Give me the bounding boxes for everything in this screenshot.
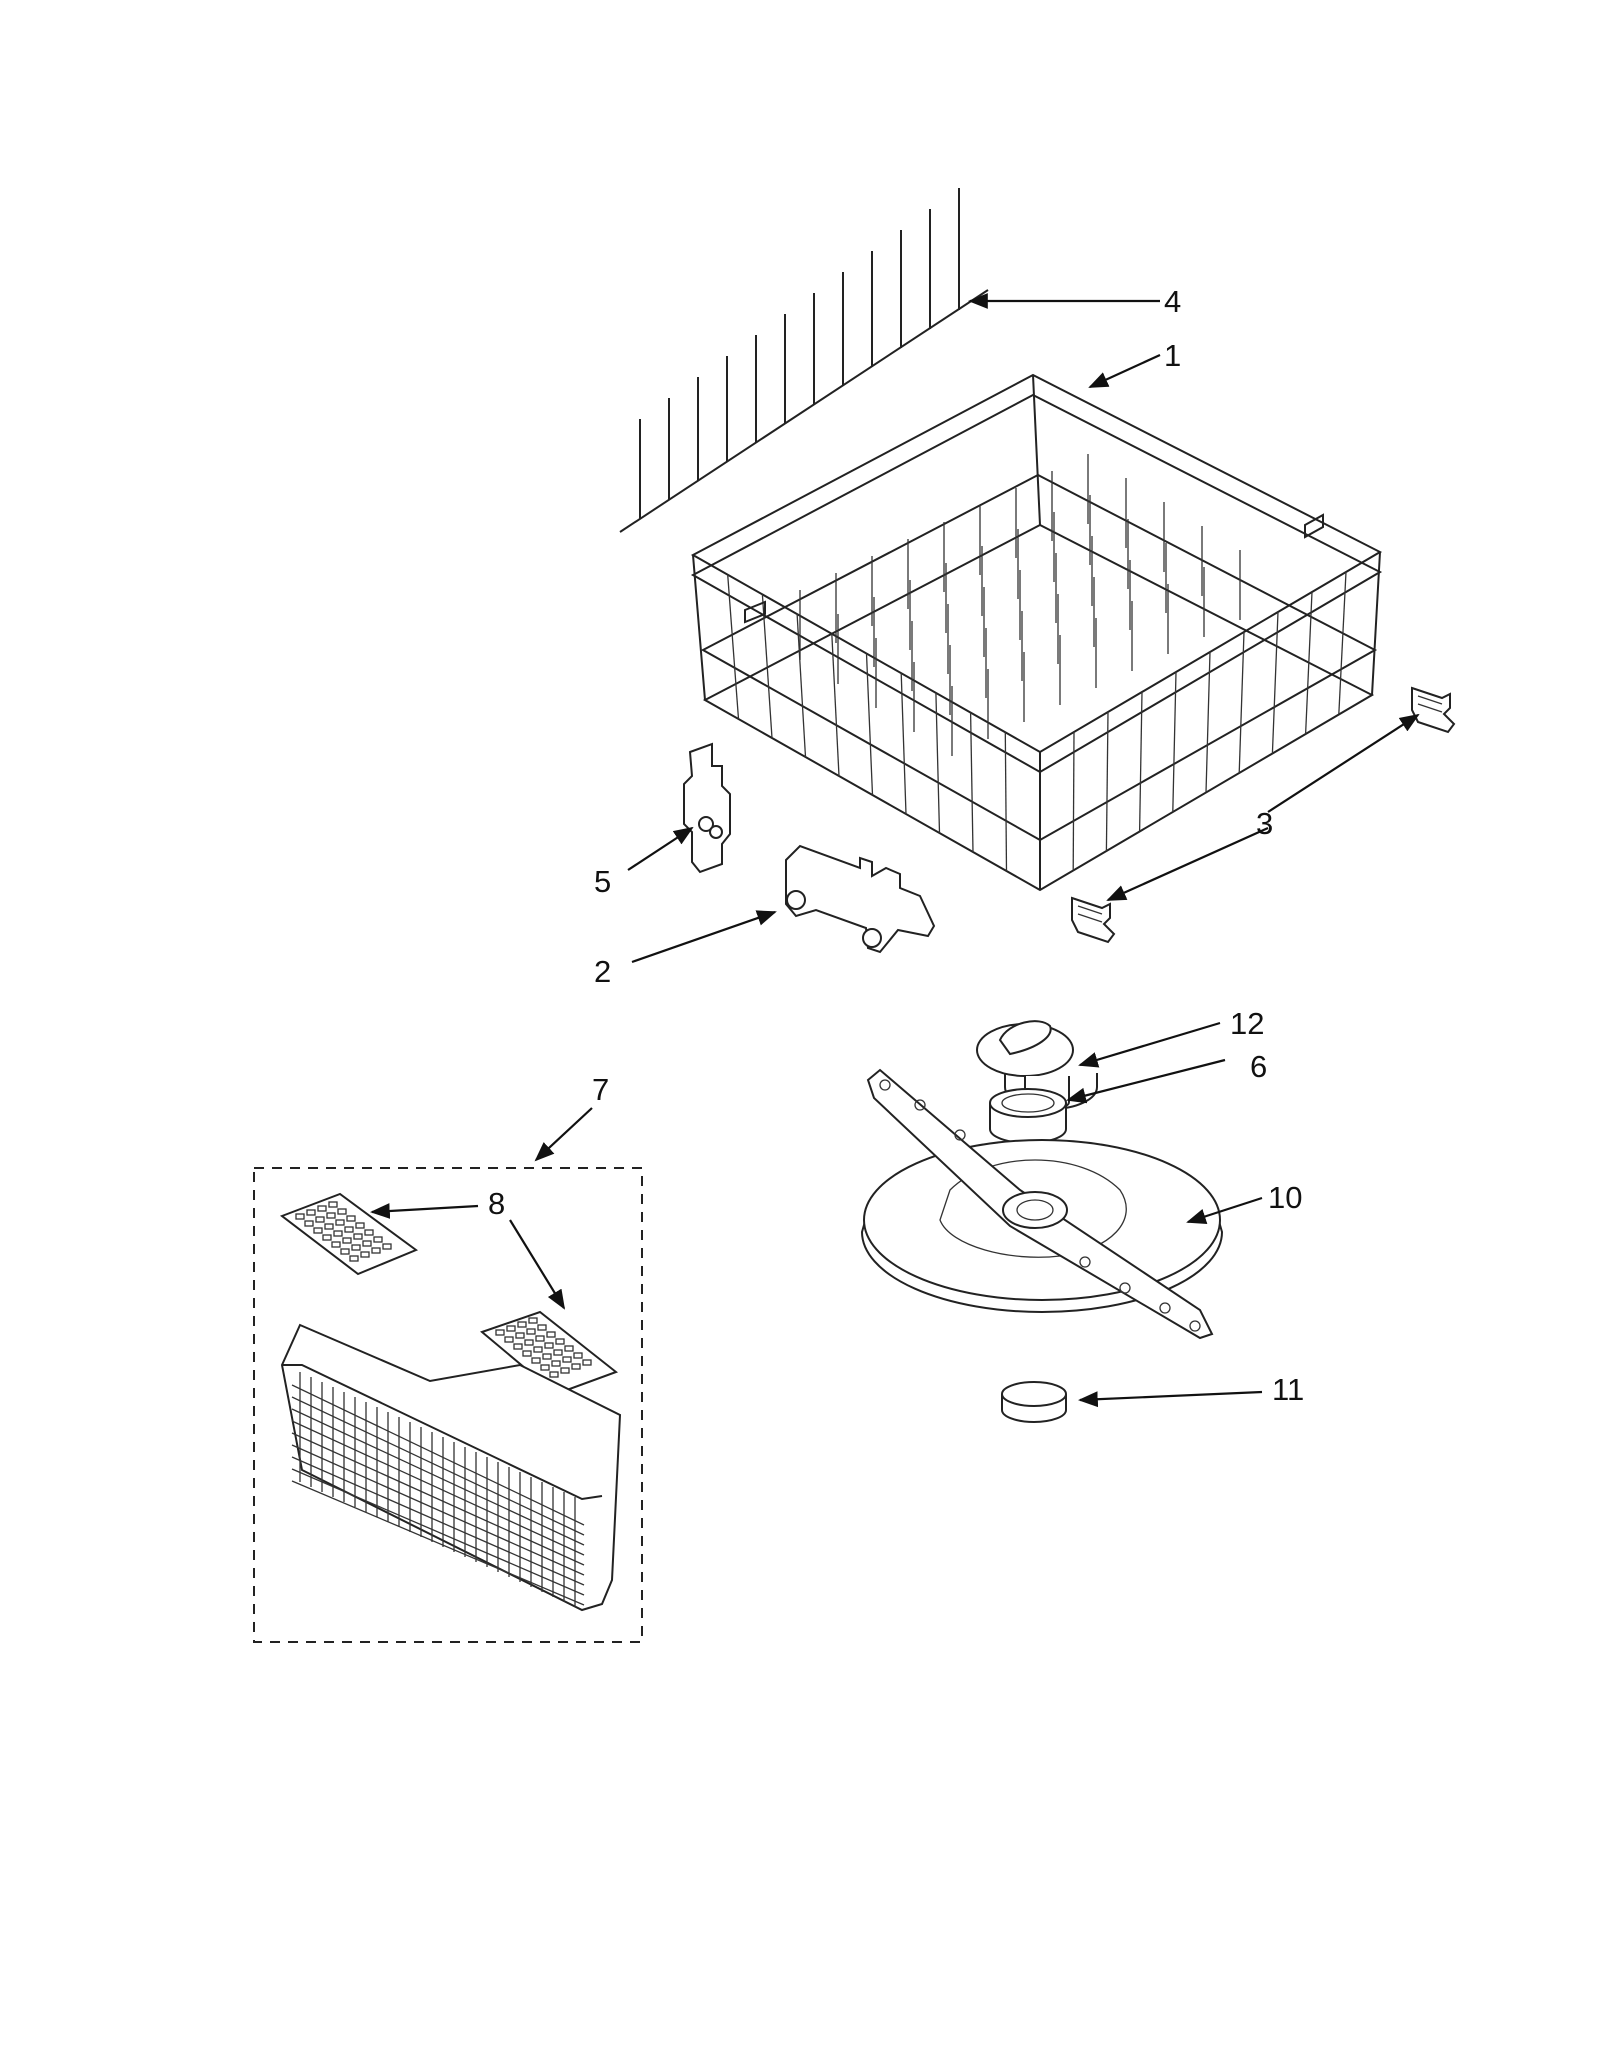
callout-1: 1 bbox=[1164, 338, 1181, 373]
lower-spray-arm-part bbox=[860, 1068, 1224, 1340]
callout-2: 2 bbox=[594, 954, 611, 989]
lower-dish-rack-part bbox=[690, 373, 1383, 892]
callout-8: 8 bbox=[488, 1186, 505, 1221]
basket-cover-part-upper bbox=[279, 1192, 419, 1276]
leader-lines bbox=[370, 293, 1420, 1408]
leader-3b bbox=[1106, 826, 1269, 902]
rack-stop-left-part bbox=[1071, 896, 1116, 944]
rack-roller-part bbox=[785, 844, 936, 954]
tine-row-part bbox=[619, 188, 989, 533]
callout-5: 5 bbox=[594, 864, 611, 899]
silverware-basket-part bbox=[280, 1323, 622, 1612]
callout-12: 12 bbox=[1230, 1006, 1264, 1041]
callout-3: 3 bbox=[1256, 806, 1273, 841]
callout-6: 6 bbox=[1250, 1049, 1267, 1084]
bearing-ring-part bbox=[989, 1088, 1067, 1144]
callout-10: 10 bbox=[1268, 1180, 1302, 1215]
leader-5 bbox=[627, 826, 694, 871]
callout-11: 11 bbox=[1272, 1372, 1304, 1407]
leader-6 bbox=[1066, 1058, 1226, 1104]
leader-2 bbox=[631, 910, 777, 964]
leader-12 bbox=[1078, 1021, 1221, 1068]
leader-10 bbox=[1186, 1196, 1263, 1225]
leader-1 bbox=[1088, 353, 1161, 389]
rack-clip-part bbox=[683, 742, 731, 874]
filter-ring-part bbox=[1001, 1381, 1067, 1423]
callout-4: 4 bbox=[1164, 284, 1181, 319]
leader-8b bbox=[509, 1219, 566, 1310]
leader-3a bbox=[1267, 713, 1420, 813]
leader-11 bbox=[1078, 1390, 1263, 1408]
rack-stop-right-part bbox=[1411, 686, 1456, 734]
leader-7 bbox=[534, 1107, 593, 1162]
callout-7: 7 bbox=[592, 1072, 609, 1107]
leader-8a bbox=[370, 1203, 479, 1219]
